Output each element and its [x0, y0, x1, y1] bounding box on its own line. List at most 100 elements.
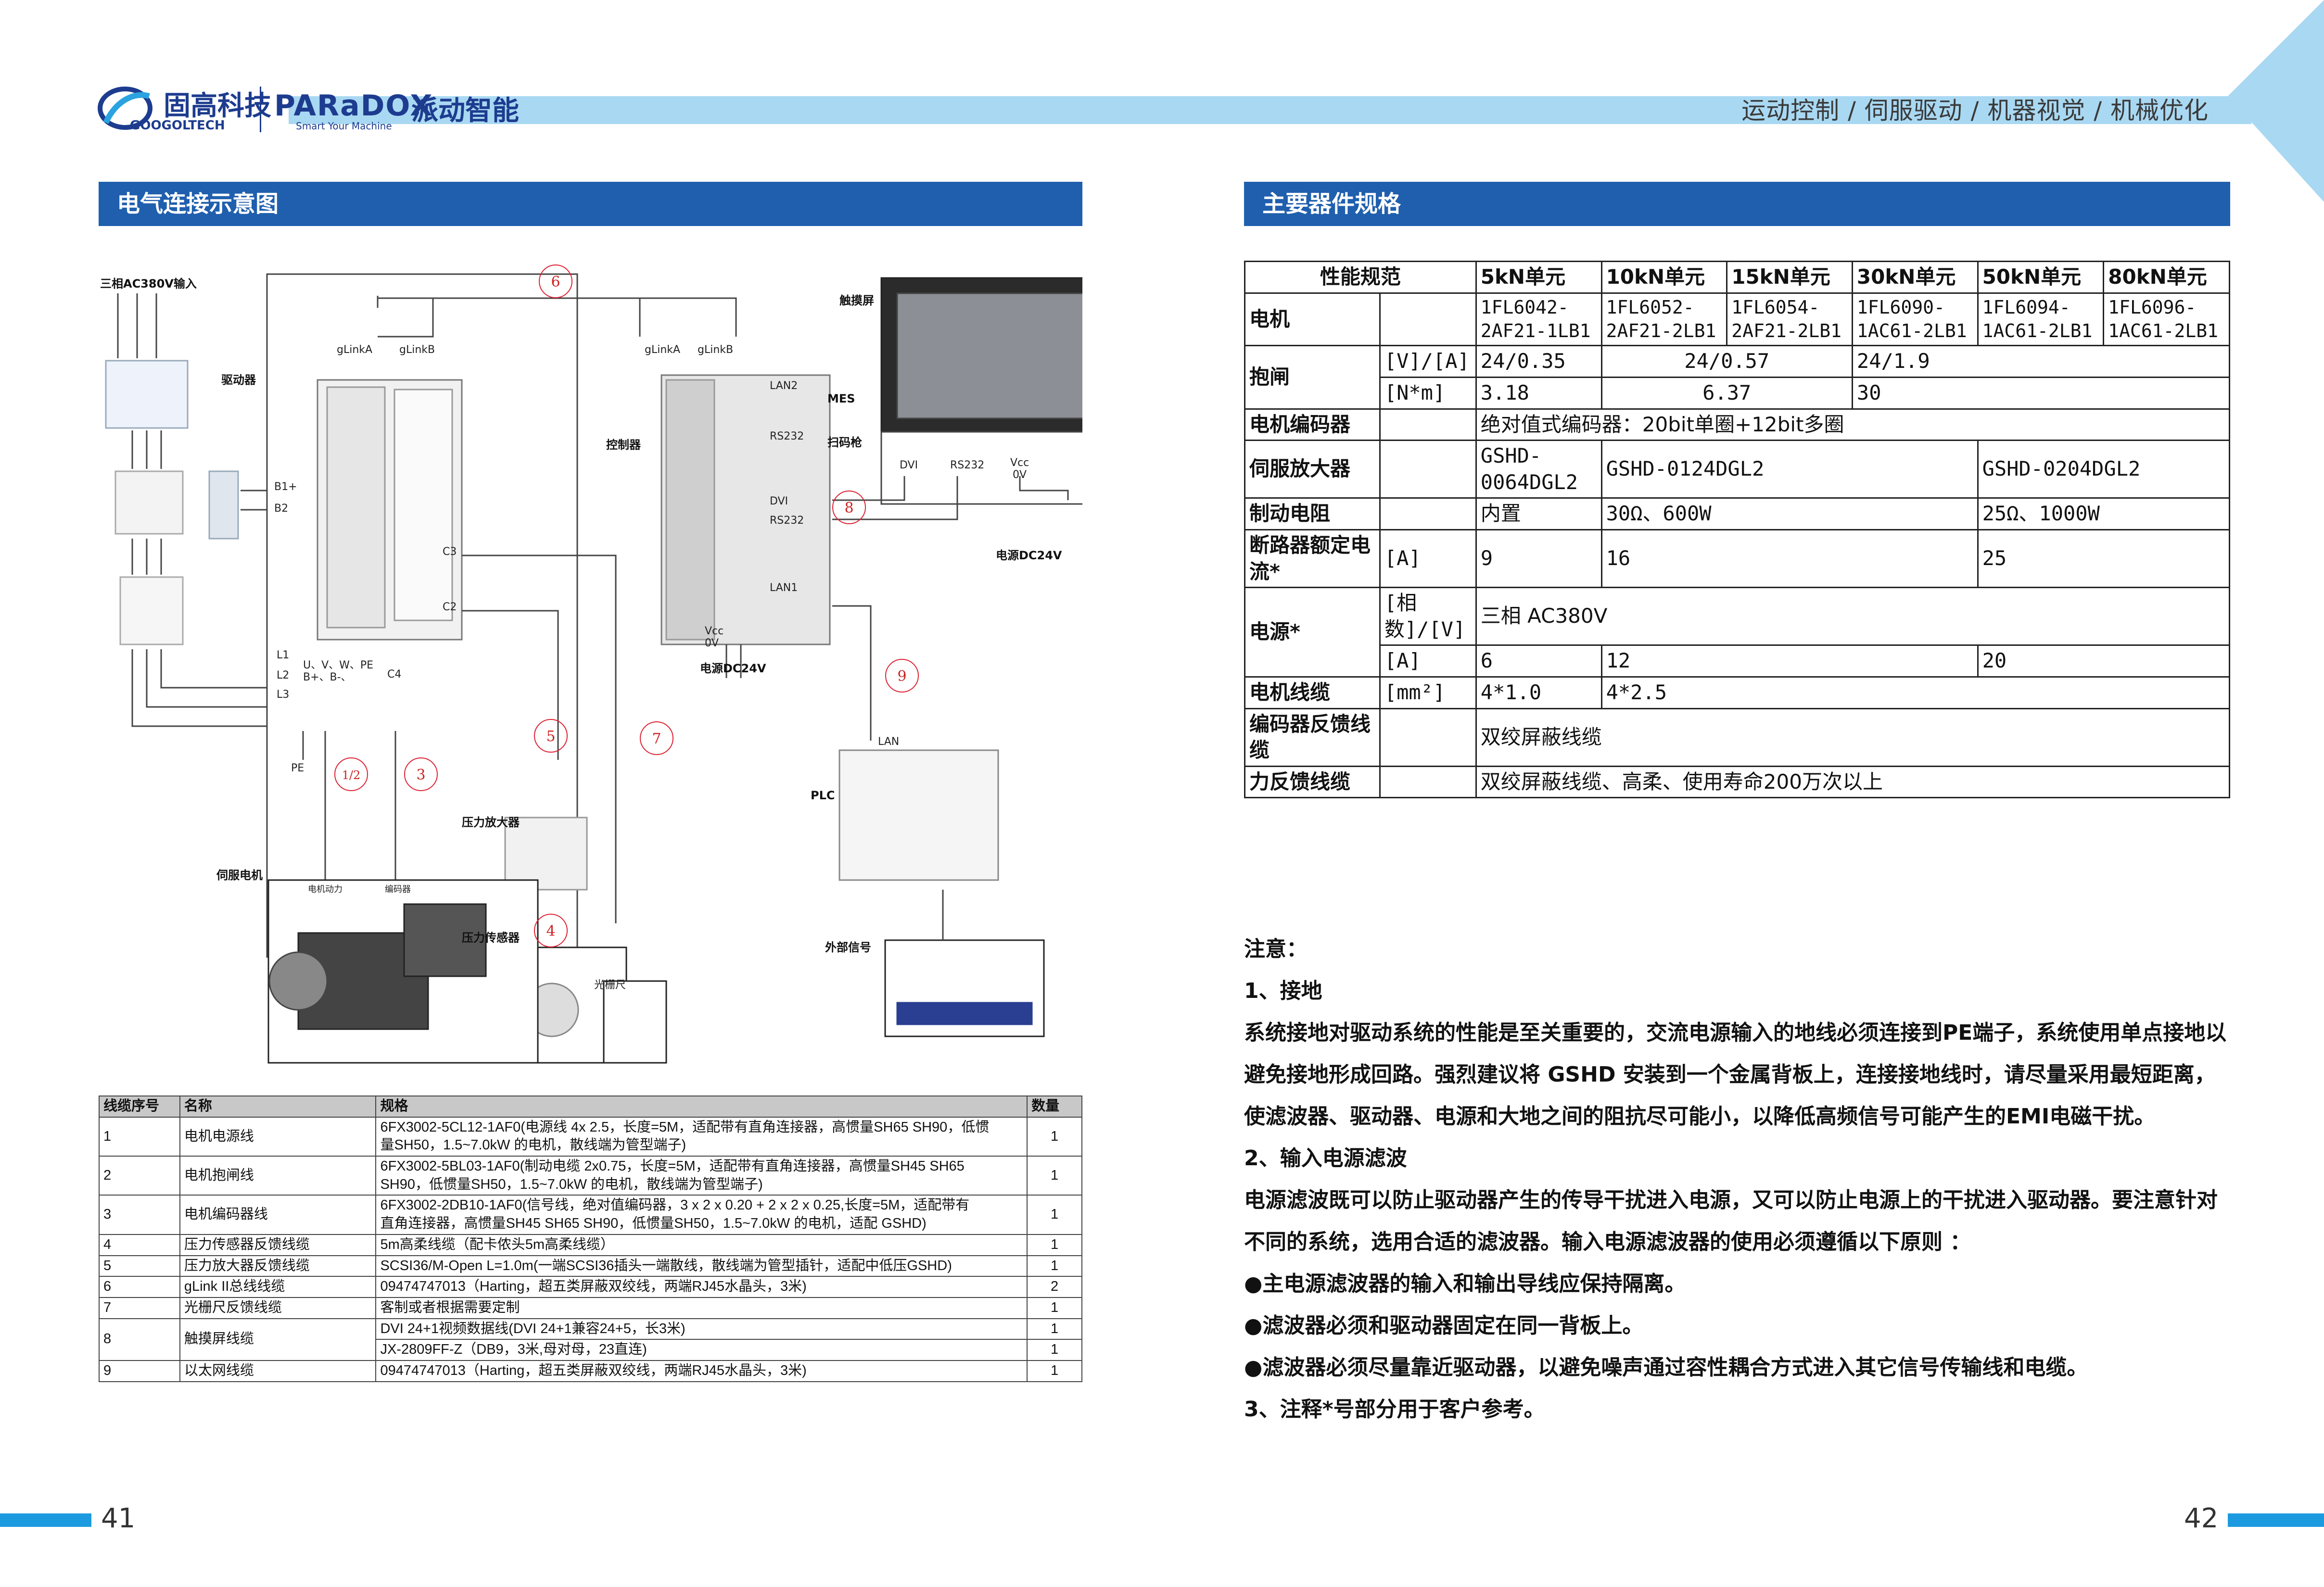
spec-value: 6 — [1475, 644, 1602, 678]
amp-label: 压力放大器 — [462, 816, 520, 829]
cell-no: 2 — [99, 1156, 180, 1196]
spec-value: 30 — [1851, 376, 2231, 410]
spec-unit — [1379, 408, 1477, 441]
header-tagline: 运动控制 / 伺服驱动 / 机器视觉 / 机械优化 — [1741, 97, 2209, 125]
notes-paragraph-grounding: 系统接地对驱动系统的性能是至关重要的，交流电源输入的地线必须连接到PE端子，系统… — [1244, 1020, 2227, 1129]
cell-no: 3 — [99, 1195, 180, 1235]
spec-unit — [1379, 292, 1477, 347]
lan-label: LAN — [878, 736, 900, 748]
spec-label: 电机编码器 — [1244, 408, 1381, 441]
spec-header-row: 性能规范 5kN单元 10kN单元 15kN单元 30kN单元 50kN单元 8… — [1244, 261, 2230, 294]
spec-value: 内置 — [1475, 497, 1602, 530]
cell-no: 9 — [99, 1360, 180, 1382]
spec-label: 断路器额定电流* — [1244, 529, 1381, 589]
cell-qty: 1 — [1027, 1156, 1082, 1196]
cell-qty: 1 — [1027, 1318, 1082, 1340]
servo-label: 伺服电机 — [216, 869, 263, 882]
cell-name: gLink II总线线缆 — [179, 1276, 377, 1298]
spec-header-cell: 5kN单元 — [1475, 261, 1602, 294]
c3-label: C3 — [443, 546, 457, 558]
spec-value: 4*1.0 — [1475, 676, 1602, 709]
cell-name: 光栅尺反馈线缆 — [179, 1297, 377, 1319]
spec-unit — [1379, 707, 1477, 767]
spec-line: 6FX3002-5CL12-1AF0(电源线 4x 2.5，长度=5M，适配带有… — [380, 1119, 990, 1135]
spec-value: 6.37 — [1600, 376, 1853, 410]
motor-model: 1FL6052-2AF21-2LB1 — [1600, 292, 1728, 347]
spec-unit — [1379, 765, 1477, 799]
table-row: JX-2809FF-Z（DB9，3米,母对母，23直连) 1 — [99, 1339, 1082, 1361]
header-accent-bar — [289, 96, 2251, 124]
spec-value: 16 — [1600, 529, 1979, 589]
external-signal-label: 外部信号 — [825, 941, 871, 954]
spec-unit: [A] — [1379, 644, 1477, 678]
header-corner-decoration — [2228, 0, 2324, 202]
mes-label: MES — [827, 392, 855, 405]
spec-value: 双绞屏蔽线缆 — [1475, 707, 2231, 767]
b1-label: B1+ — [274, 481, 297, 493]
spec-value: 3.18 — [1475, 376, 1602, 410]
spec-line: 量SH50，1.5~7.0kW 的电机，散线端为管型端子) — [380, 1137, 686, 1153]
glinkb-1: gLinkB — [399, 344, 435, 356]
cell-spec: SCSI36/M-Open L=1.0m(一端SCSI36插头一端散线，散线端为… — [375, 1255, 1028, 1277]
spec-value: 24/1.9 — [1851, 345, 2231, 378]
spec-line: 直角连接器，高惯量SH45 SH65 SH90，低惯量SH50，1.5~7.0k… — [380, 1216, 927, 1232]
cell-spec: 6FX3002-5CL12-1AF0(电源线 4x 2.5，长度=5M，适配带有… — [375, 1116, 1028, 1157]
cell-name: 以太网线缆 — [179, 1360, 377, 1382]
spec-value: GSHD-0124DGL2 — [1600, 440, 1979, 499]
table-row: 5 压力放大器反馈线缆 SCSI36/M-Open L=1.0m(一端SCSI3… — [99, 1255, 1082, 1277]
spec-row-brake-va: 抱闸 [V]/[A] 24/0.35 24/0.57 24/1.9 — [1244, 345, 2231, 410]
cable-table: 线缆序号 名称 规格 数量 1 电机电源线 6FX3002-5CL12-1AF0… — [99, 1096, 1082, 1382]
vcc-label-2: Vcc — [705, 625, 724, 637]
sensor-label: 压力传感器 — [462, 931, 520, 945]
motor-model: 1FL6090-1AC61-2LB1 — [1851, 292, 1979, 347]
glinkb-2: gLinkB — [698, 344, 734, 356]
cell-spec: 客制或者根据需要定制 — [375, 1297, 1028, 1319]
motor-model: 1FL6042-2AF21-1LB1 — [1475, 292, 1602, 347]
callout-5: 5 — [534, 719, 568, 753]
c4-label: C4 — [387, 668, 402, 680]
cell-qty: 1 — [1027, 1195, 1082, 1235]
notes-bullet: ●滤波器必须尽量靠近驱动器，以避免噪声通过容性耦合方式进入其它信号传输线和电缆。 — [1244, 1355, 2088, 1380]
table-row: 7 光栅尺反馈线缆 客制或者根据需要定制 1 — [99, 1297, 1082, 1319]
spec-value: GSHD-0064DGL2 — [1475, 440, 1602, 499]
input-label: 三相AC380V输入 — [100, 277, 197, 290]
encoder-label: 编码器 — [385, 884, 411, 894]
spec-line: 6FX3002-5BL03-1AF0(制动电缆 2x0.75，长度=5M，适配带… — [380, 1159, 965, 1174]
notes-bullet: ●主电源滤波器的输入和输出导线应保持隔离。 — [1244, 1272, 1686, 1296]
right-page-number: 42 — [2184, 1503, 2219, 1534]
spec-label: 电机线缆 — [1244, 676, 1381, 709]
spec-row-amplifier: 伺服放大器 GSHD-0064DGL2 GSHD-0124DGL2 GSHD-0… — [1244, 440, 2231, 499]
spec-unit: [N*m] — [1379, 376, 1477, 410]
cell-no: 7 — [99, 1297, 180, 1319]
power-dc-1: 电源DC24V — [996, 549, 1062, 562]
cell-qty: 2 — [1027, 1276, 1082, 1298]
spec-unit: [mm²] — [1379, 676, 1477, 709]
spec-header-cell: 15kN单元 — [1726, 261, 1853, 294]
cable-table-header: 线缆序号 名称 规格 数量 — [99, 1096, 1082, 1118]
spec-row-motor: 电机 1FL6042-2AF21-1LB1 1FL6052-2AF21-2LB1… — [1244, 292, 2230, 347]
spec-value: 24/0.57 — [1600, 345, 1853, 378]
l1-label: L1 — [277, 649, 290, 661]
left-page-number: 41 — [101, 1503, 136, 1534]
cell-name: 电机编码器线 — [179, 1195, 377, 1235]
spec-unit: [相数]/[V] — [1379, 587, 1477, 646]
right-page-bar — [2228, 1513, 2324, 1527]
callout-9: 9 — [885, 659, 919, 693]
spec-label: 电源* — [1244, 587, 1381, 678]
cell-qty: 1 — [1027, 1116, 1082, 1157]
pe-label: PE — [291, 762, 305, 774]
scan-label: 扫码枪 — [827, 436, 862, 449]
cell-spec: JX-2809FF-Z（DB9，3米,母对母，23直连) — [375, 1339, 1028, 1361]
l2-label: L2 — [277, 669, 290, 681]
cell-spec: 6FX3002-2DB10-1AF0(信号线，绝对值编码器，3 x 2 x 0.… — [375, 1195, 1028, 1235]
touchscreen-label: 触摸屏 — [839, 294, 874, 307]
spec-header-cell: 性能规范 — [1244, 261, 1477, 294]
spec-value: 三相 AC380V — [1475, 587, 2231, 646]
header-cell: 规格 — [375, 1096, 1028, 1118]
spec-header-cell: 30kN单元 — [1851, 261, 1979, 294]
c2-label: C2 — [443, 601, 457, 613]
spec-line: 6FX3002-2DB10-1AF0(信号线，绝对值编码器，3 x 2 x 0.… — [380, 1197, 970, 1213]
notes-paragraph-filter: 电源滤波既可以防止驱动器产生的传导干扰进入电源，又可以防止电源上的干扰进入驱动器… — [1244, 1188, 2218, 1254]
lan1-label: LAN1 — [770, 582, 798, 594]
spec-header-cell: 80kN单元 — [2103, 261, 2230, 294]
